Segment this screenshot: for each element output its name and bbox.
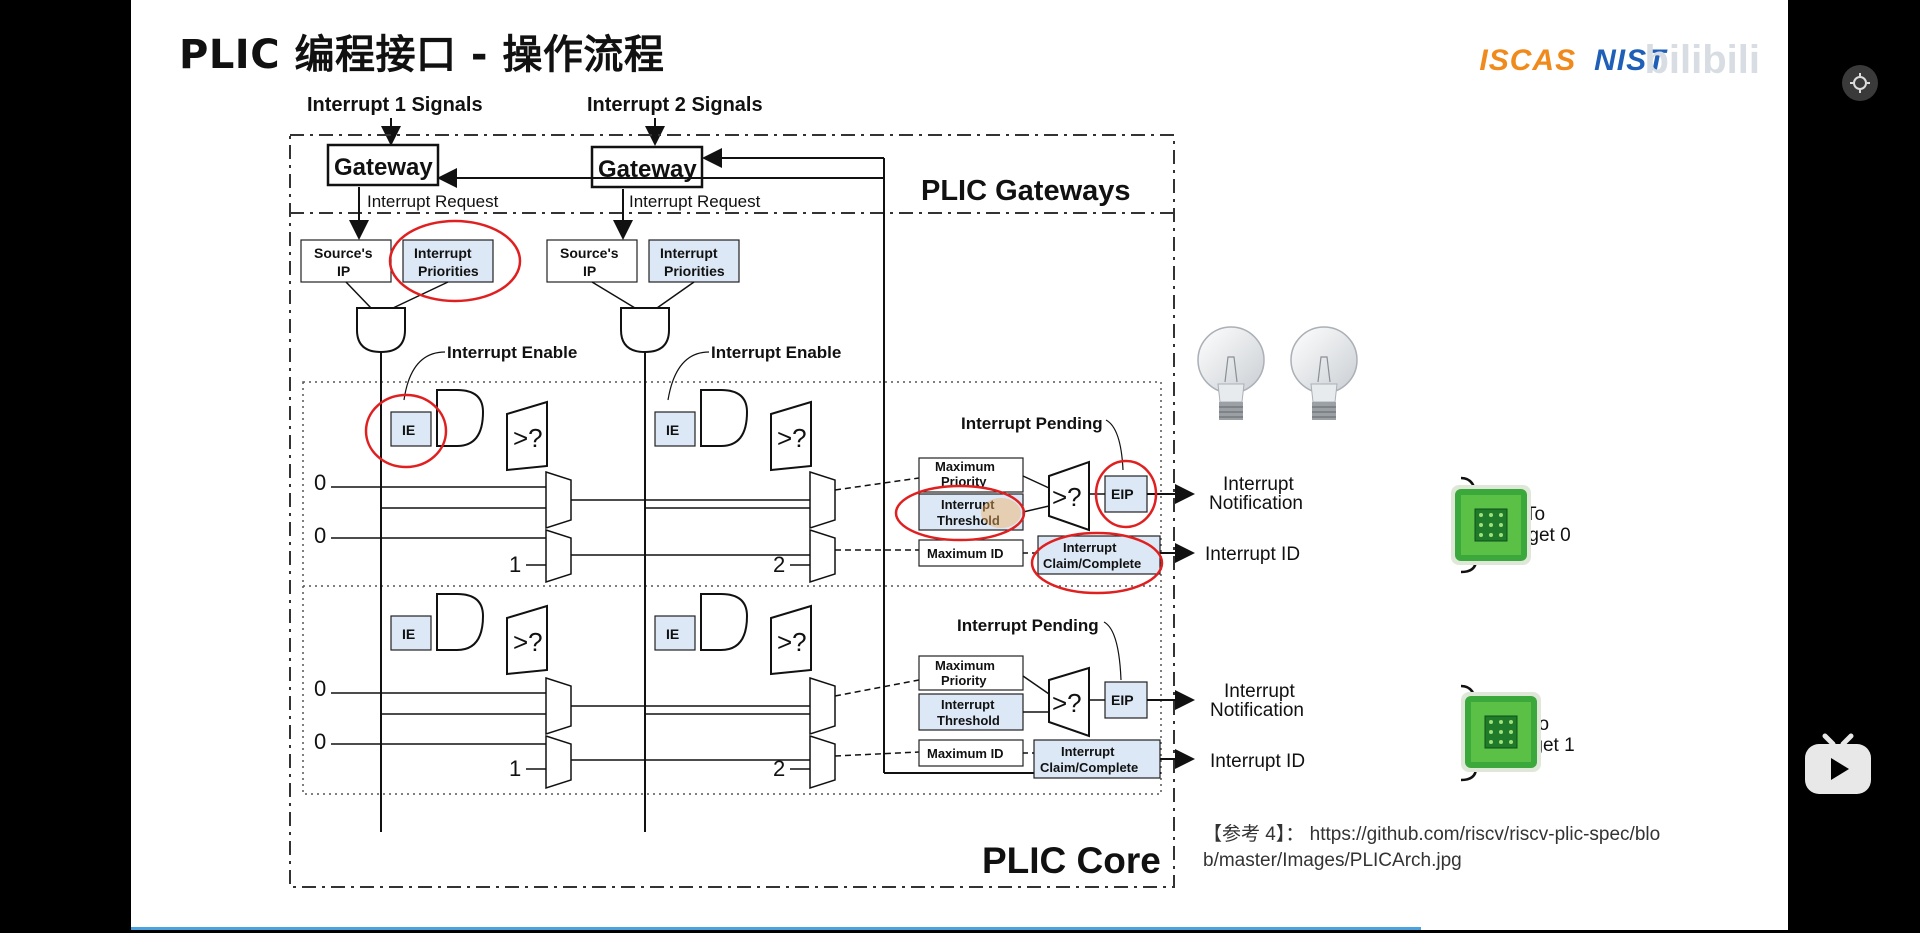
svg-text:Maximum ID: Maximum ID [927, 746, 1004, 761]
svg-text:0: 0 [314, 470, 326, 495]
bilibili-watermark: bilibili [1644, 38, 1760, 82]
notification-label-0b: Notification [1209, 493, 1303, 514]
svg-text:1: 1 [509, 756, 521, 781]
interrupt-request-2: Interrupt Request [629, 192, 761, 211]
plic-diagram: Interrupt 1 Signals Interrupt 2 Signals … [289, 94, 1575, 888]
interrupt-id-label-0: Interrupt ID [1205, 544, 1300, 565]
notification-label-0: Interrupt [1223, 474, 1294, 495]
cursor-highlight [981, 498, 1021, 528]
lightbulb-icon [1197, 326, 1265, 420]
svg-text:IE: IE [402, 626, 415, 642]
svg-text:Claim/Complete: Claim/Complete [1043, 556, 1141, 571]
signal-label-1: Interrupt 1 Signals [307, 94, 483, 116]
svg-text:Interrupt Pending: Interrupt Pending [961, 414, 1103, 433]
highlight-annotations [364, 219, 1164, 595]
svg-text:0: 0 [314, 729, 326, 754]
interrupt-id-label-1: Interrupt ID [1210, 751, 1305, 772]
iscas-logo: ISCAS [1479, 43, 1577, 77]
interrupt-enable-label-2: Interrupt Enable [711, 343, 841, 362]
svg-text:2: 2 [773, 552, 785, 577]
source-ip-box-2: Source's IP [546, 239, 638, 283]
svg-text:1: 1 [509, 552, 521, 577]
logo-group: ISCAS NIST bilibili [1479, 38, 1760, 83]
svg-text:Interrupt: Interrupt [941, 697, 995, 712]
svg-text:>?: >? [777, 423, 807, 453]
source-ip-box-1: Source's IP [300, 239, 392, 283]
slide-title: PLIC 编程接口 - 操作流程 [179, 32, 665, 78]
svg-text:EIP: EIP [1111, 692, 1134, 708]
svg-text:>?: >? [513, 627, 543, 657]
svg-text:Claim/Complete: Claim/Complete [1040, 760, 1138, 775]
priorities-box-2: Interrupt Priorities [648, 239, 740, 283]
priorities-box-1: Interrupt Priorities [402, 239, 494, 283]
playback-progress-bar[interactable] [131, 927, 1421, 930]
svg-text:>?: >? [1052, 688, 1082, 718]
notification-label-1: Interrupt [1224, 681, 1295, 702]
svg-text:>?: >? [777, 627, 807, 657]
svg-text:0: 0 [314, 676, 326, 701]
svg-text:Source's: Source's [560, 245, 619, 261]
plic-core-label: PLIC Core [982, 840, 1161, 881]
svg-text:Interrupt: Interrupt [941, 497, 995, 512]
reference-url[interactable]: https://github.com/riscv/riscv-plic-spec… [1203, 824, 1661, 871]
notification-label-1b: Notification [1210, 700, 1304, 721]
svg-text:2: 2 [773, 756, 785, 781]
target-0-controller: Interrupt Pending Maximum Priority Inter… [918, 414, 1195, 575]
signal-label-2: Interrupt 2 Signals [587, 94, 763, 116]
svg-text:IE: IE [666, 422, 679, 438]
svg-text:IE: IE [666, 626, 679, 642]
svg-text:Threshold: Threshold [937, 513, 1000, 528]
svg-text:Interrupt: Interrupt [414, 245, 472, 261]
svg-text:Interrupt Pending: Interrupt Pending [957, 616, 1099, 635]
interrupt-request-1: Interrupt Request [367, 192, 499, 211]
gateway-1: Gateway [334, 154, 433, 181]
reference-label: 【参考 4】： [1203, 824, 1305, 845]
plic-gateways-label: PLIC Gateways [921, 175, 1131, 207]
target-1-controller: Interrupt Pending Maximum Priority Inter… [918, 616, 1195, 779]
bilibili-tv-icon[interactable] [1803, 730, 1873, 801]
svg-text:Maximum: Maximum [935, 459, 995, 474]
svg-text:Interrupt: Interrupt [1063, 540, 1117, 555]
svg-text:Priorities: Priorities [418, 263, 479, 279]
lightbulb-icon [1290, 326, 1358, 420]
interrupt-enable-label-1: Interrupt Enable [447, 343, 577, 362]
svg-text:IE: IE [402, 422, 415, 438]
svg-text:Maximum ID: Maximum ID [927, 546, 1004, 561]
svg-text:>?: >? [513, 423, 543, 453]
reference-note: 【参考 4】： https://github.com/riscv/riscv-p… [1203, 822, 1673, 874]
settings-icon[interactable] [1841, 64, 1879, 107]
svg-text:Maximum: Maximum [935, 658, 995, 673]
svg-text:Interrupt: Interrupt [660, 245, 718, 261]
svg-text:Priorities: Priorities [664, 263, 725, 279]
svg-text:EIP: EIP [1111, 486, 1134, 502]
svg-text:Interrupt: Interrupt [1061, 744, 1115, 759]
svg-text:IP: IP [583, 263, 596, 279]
svg-text:IP: IP [337, 263, 350, 279]
slide: PLIC 编程接口 - 操作流程 ISCAS NIST bilibili Int… [131, 0, 1788, 930]
svg-text:>?: >? [1052, 482, 1082, 512]
svg-text:Priority: Priority [941, 673, 987, 688]
svg-text:0: 0 [314, 523, 326, 548]
nist-logo: NIST [1594, 43, 1667, 77]
svg-text:Source's: Source's [314, 245, 373, 261]
core-block-target-0: IE IE >? >? 0 0 1 2 [314, 389, 920, 584]
cpu-chip-icon [1461, 692, 1541, 772]
core-block-target-1: IE IE >? >? 0 0 1 2 [314, 593, 1161, 790]
svg-text:Threshold: Threshold [937, 713, 1000, 728]
cpu-chip-icon [1451, 485, 1531, 565]
